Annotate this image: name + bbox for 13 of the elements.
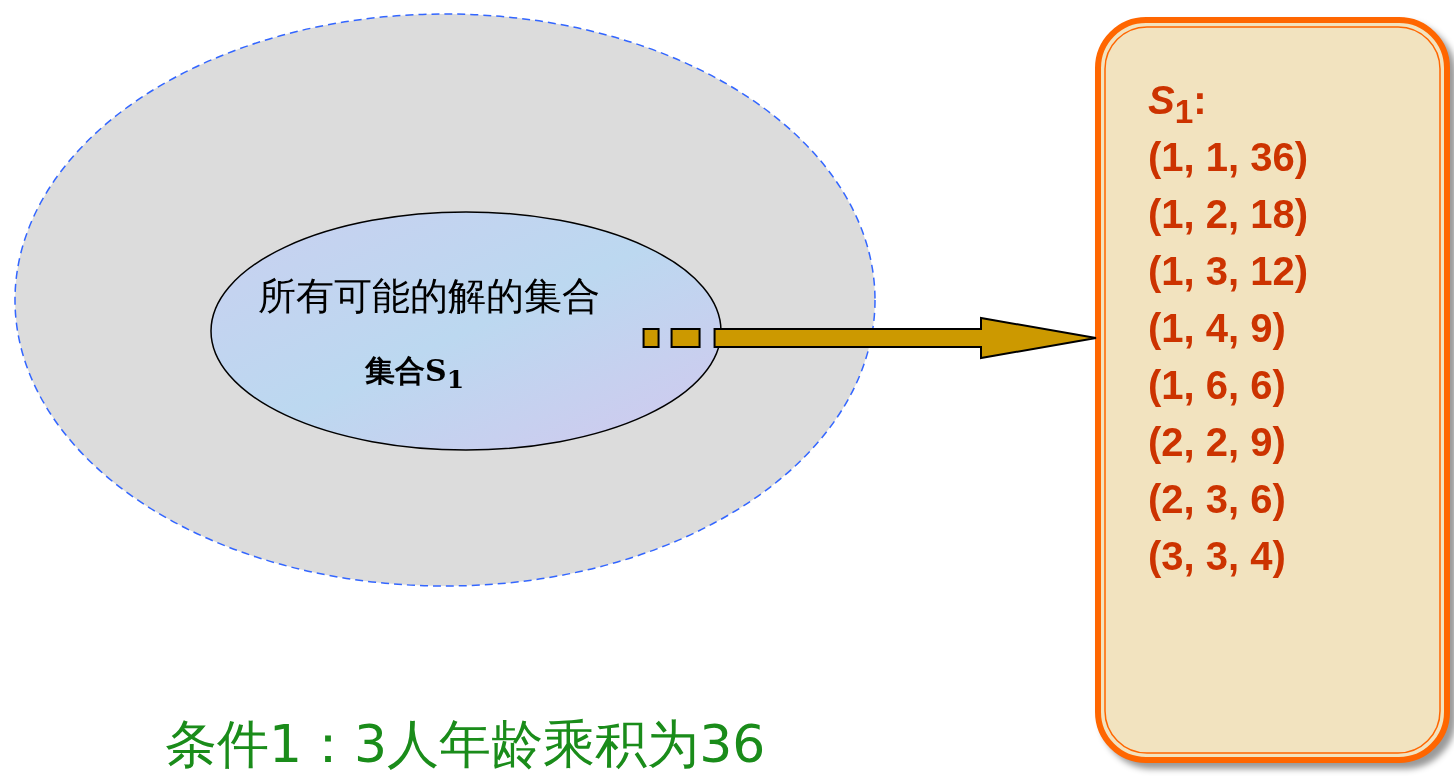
tuple-text: (1, 1, 36) xyxy=(1148,135,1309,180)
tuple-text: (2, 3, 6) xyxy=(1148,477,1286,522)
tuple-text: (1, 6, 6) xyxy=(1148,363,1286,408)
set-heading: S$_{1}$: xyxy=(1148,78,1207,131)
tuple-text: (1, 2, 18) xyxy=(1148,192,1309,237)
tuple-text: (3, 3, 4) xyxy=(1148,534,1286,579)
block-arrow xyxy=(642,316,1097,360)
caption: 条件1：3人年龄乘积为36 xyxy=(165,713,766,776)
tuple-text: (1, 3, 12) xyxy=(1148,249,1309,294)
set-title: 所有可能的解的集合 xyxy=(258,273,600,320)
tuple-text: (2, 2, 9) xyxy=(1148,420,1286,465)
tuple-text: (1, 4, 9) xyxy=(1148,306,1286,351)
set-label: 集合S$_{1}$ xyxy=(365,352,465,394)
